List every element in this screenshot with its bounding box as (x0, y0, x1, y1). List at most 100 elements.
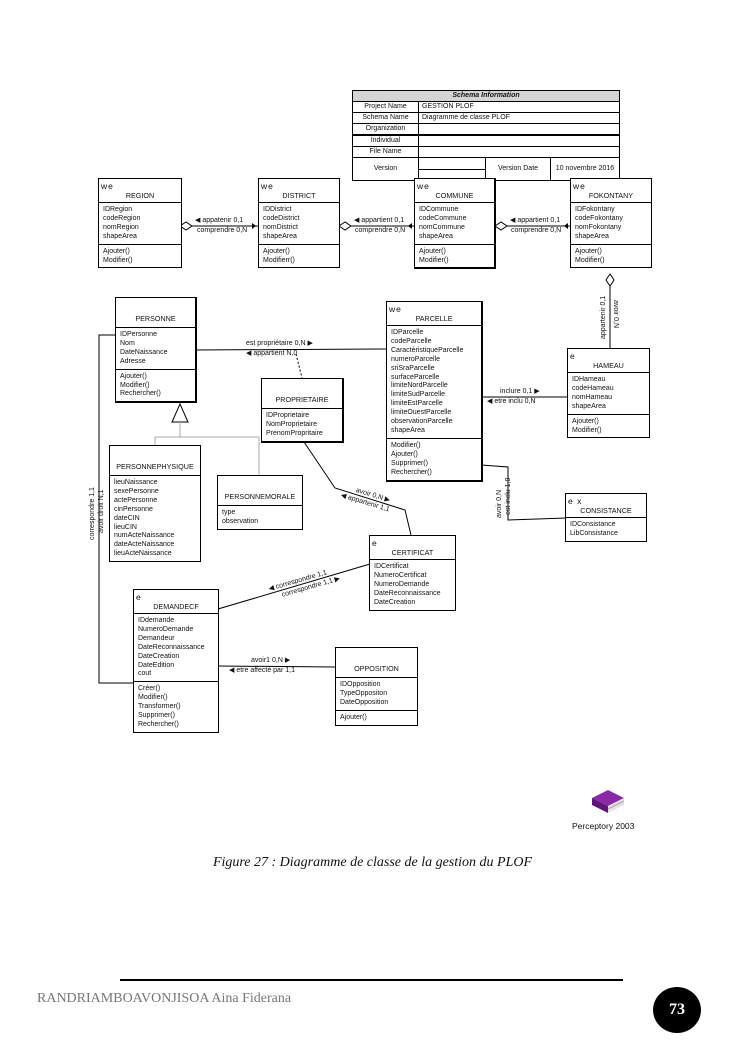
version-label: Version (353, 158, 419, 180)
label-district-commune-bottom: comprendre 0,N (355, 227, 406, 234)
class-name: OPPOSITION (354, 664, 399, 673)
label-personne-parcelle-bottom: ◀ appartient N,0 (246, 350, 298, 357)
class-attribute: limiteSudParcelle (391, 391, 446, 399)
assoc-line-parcelle-consistance (480, 464, 567, 521)
class-attribute: IDPersonne (120, 331, 157, 338)
class-stereotype: e (372, 538, 378, 548)
class-operation: Supprimer() (138, 712, 175, 720)
class-attribute: codeDistrict (263, 214, 300, 222)
class-operation: Modifier() (120, 381, 150, 389)
class-attribute: nomFokontany (575, 223, 622, 231)
class-attribute: dateActeNaissance (114, 541, 175, 549)
assoc-line-certificat-demandecf (217, 563, 371, 610)
class-stereotype: we (417, 181, 430, 191)
class-operation: Modifier() (419, 256, 449, 264)
class-attribute: sriSraParcelle (391, 364, 435, 372)
class-operation: Modifier() (391, 441, 421, 449)
class-operations: Ajouter()Modifier() (571, 245, 651, 268)
class-operations: Ajouter()Modifier()Rechercher() (116, 370, 195, 402)
label-fokontany-hameau-right: avoir 0,N (612, 300, 619, 329)
assoc-line-proprietaire-certificat (301, 438, 412, 536)
project-name-value: GESTION PLOF (422, 103, 474, 110)
class-attribute: cinPersonne (114, 505, 153, 513)
class-stereotype: we (101, 181, 114, 191)
class-attribute: lieuCIN (114, 523, 137, 531)
class-operations: Créer()Modifier()Transformer()Supprimer(… (134, 682, 218, 732)
class-name: DISTRICT (282, 191, 316, 200)
class-attribute: limiteEstParcelle (391, 400, 443, 408)
class-attribute: CaractéristiqueParcelle (391, 346, 464, 354)
label-commune-fokontany-bottom: comprendre 0,N (511, 227, 562, 234)
class-operations: Ajouter() (336, 711, 417, 725)
class-operation: Rechercher() (120, 390, 161, 398)
schema-name-label: Schema Name (353, 113, 419, 123)
footer-author: RANDRIAMBOAVONJISOA Aina Fiderana (37, 991, 292, 1006)
footer-divider (120, 979, 623, 981)
class-attribute: IDHameau (572, 376, 606, 383)
class-attribute: numActeNaissance (114, 532, 175, 540)
class-header: PERSONNEPHYSIQUE (110, 446, 200, 476)
class-attribute: Demandeur (138, 634, 175, 642)
class-stereotype: we (573, 181, 586, 191)
aggregation-diamond-icon (605, 273, 615, 287)
label-commune-fokontany-top: ◀ appartient 0,1 (510, 217, 561, 224)
class-attribute: IDCommune (419, 206, 459, 213)
class-attribute: IDParcelle (391, 329, 424, 336)
class-attribute: shapeArea (575, 232, 609, 240)
class-name: PERSONNE (135, 314, 176, 323)
label-region-district-bottom: comprendre 0,N (197, 227, 248, 234)
class-stereotype (110, 446, 200, 462)
class-attribute: IDCertificat (374, 563, 409, 570)
class-attribute: shapeArea (419, 232, 453, 240)
class-attribute: surfaceParcelle (391, 373, 440, 381)
class-attribute: codeCommune (419, 214, 467, 222)
class-operation: Rechercher() (138, 720, 179, 728)
class-stereotype: e (136, 592, 142, 602)
class-operation: Ajouter() (419, 247, 446, 255)
class-attribute: codeFokontany (575, 214, 623, 222)
label-parcelle-consistance-right: est inclu 1,0 (505, 477, 512, 515)
class-operations: Ajouter()Modifier() (99, 245, 181, 268)
class-stereotype (116, 298, 195, 314)
label-fokontany-hameau-left: appartenir 0,1 (600, 295, 607, 339)
class-name: CERTIFICAT (391, 548, 434, 557)
organization-label: Organization (353, 124, 419, 134)
class-attribute: nomCommune (419, 223, 465, 231)
class-header: PROPRIETAIRE (262, 379, 342, 409)
class-attribute: DateCreation (138, 652, 180, 660)
class-attribute: shapeArea (572, 402, 606, 410)
class-attribute: codeHameau (572, 384, 614, 392)
class-attribute: IDOpposition (340, 681, 381, 688)
class-name: PROPRIETAIRE (275, 395, 329, 404)
class-attribute: IDFokontany (575, 206, 615, 213)
label-personne-demandecf-left: correspondre 1,1 (89, 487, 96, 540)
class-attribute: DateNaissance (120, 348, 168, 356)
generalization-triangle-icon (171, 402, 189, 423)
class-attribute: type (222, 509, 236, 516)
class-attribute: NumeroDemande (138, 625, 194, 633)
